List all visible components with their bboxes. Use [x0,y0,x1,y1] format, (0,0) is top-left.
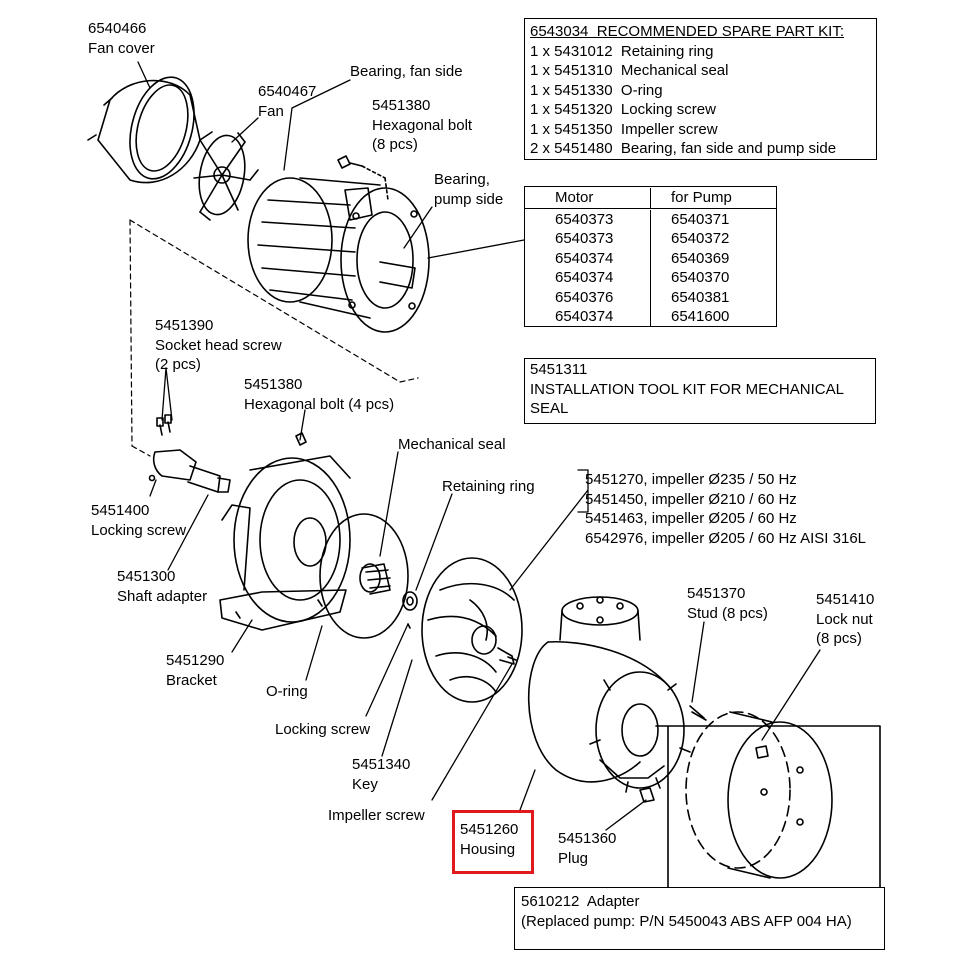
table-row: 6540373 6540372 [525,229,776,249]
motor-part [247,177,430,333]
pump-cell: 6540370 [650,268,776,288]
label-key: 5451340 Key [352,756,411,793]
pump-cell: 6541600 [650,307,776,327]
spare-kit-item: 1 x 5451310 Mechanical seal [530,62,729,79]
motor-cell: 6540376 [555,288,614,306]
spare-kit-item: 1 x 5451320 Locking screw [530,101,716,118]
adapter-part [655,711,881,888]
table-row: 6540374 6541600 [525,307,776,327]
label-shaft-adapter: 5451300 Shaft adapter [117,568,208,605]
motor-cell: 6540373 [555,230,614,247]
motor-cell: 6540374 [555,308,614,325]
table-header: Motor for Pump [525,187,776,209]
label-fan: 6540467 Fan [258,83,317,120]
spare-kit-item: 1 x 5451330 O-ring [530,81,663,99]
label-plug: 5451360 Plug [558,830,617,867]
adapter-box: 5610212 Adapter (Replaced pump: P/N 5450… [514,887,885,950]
motor-cell: 6540374 [555,269,614,286]
label-o-ring: O-ring [266,683,308,700]
label-hexagonal-bolt-4: 5451380 Hexagonal bolt (4 pcs) [244,376,395,413]
header-for-pump: for Pump [650,188,776,208]
label-lock-nut: 5451410 Lock nut (8 pcs) [816,591,875,647]
plug-part [639,787,655,803]
label-fan-cover: 6540466 Fan cover [88,20,155,57]
shaft-adapter-part [148,414,231,493]
label-impeller-list: 5451270, impeller Ø235 / 50 Hz 5451450, … [585,471,867,547]
installation-tool-kit-box: 5451311 INSTALLATION TOOL KIT FOR MECHAN… [524,358,876,424]
spare-part-kit-box: 6543034 RECOMMENDED SPARE PART KIT: 1 x … [524,18,877,160]
mechanical-seal-part [359,563,391,595]
label-housing: 5451260 Housing [460,821,519,858]
label-bearing-pump-side: Bearing, pump side [434,171,504,208]
spare-kit-item: 2 x 5451480 Bearing, fan side and pump s… [530,140,837,157]
motor-pump-table: Motor for Pump 6540373 6540371 6540373 6… [524,186,777,327]
tool-kit-number: 5451311 [530,361,588,378]
pump-cell: 6540371 [650,209,776,229]
label-stud: 5451370 Stud (8 pcs) [687,585,768,622]
retaining-ring-part [402,591,418,629]
tool-kit-text: SEAL [530,400,569,417]
housing-highlight: 5451260 Housing [452,810,534,874]
header-motor: Motor [555,189,594,206]
label-bearing-fan-side: Bearing, fan side [350,63,463,80]
motor-cell: 6540373 [555,210,614,228]
table-row: 6540374 6540369 [525,248,776,268]
pump-cell: 6540381 [650,287,776,307]
motor-cell: 6540374 [555,249,614,267]
spare-kit-item: 1 x 5431012 Retaining ring [530,42,714,60]
impeller-part [421,557,523,703]
label-mechanical-seal: Mechanical seal [398,436,506,453]
fan-cover-part [87,76,201,184]
label-locking-screw: Locking screw [275,721,371,738]
fan-part [193,131,259,221]
pump-cell: 6540369 [650,248,776,268]
stud-part [689,705,707,721]
tool-kit-text: INSTALLATION TOOL KIT FOR MECHANICAL [530,380,844,398]
hex-bolt-8-part [337,155,389,201]
label-locking-screw-5451400: 5451400 Locking screw [91,502,187,539]
label-bracket: 5451290 Bracket [166,652,225,689]
label-retaining-ring: Retaining ring [442,478,535,495]
bracket-part [219,432,351,631]
label-impeller-screw: Impeller screw [328,807,425,824]
table-row: 6540376 6540381 [525,287,776,307]
spare-kit-item: 1 x 5451350 Impeller screw [530,120,718,138]
label-hexagonal-bolt-8: 5451380 Hexagonal bolt (8 pcs) [372,97,473,153]
adapter-title: 5610212 Adapter [521,893,640,910]
pump-cell: 6540372 [650,229,776,249]
assembly-dashed-lines [129,219,419,457]
table-row: 6540373 6540371 [525,209,776,229]
label-socket-head-screw: 5451390 Socket head screw (2 pcs) [155,317,282,373]
adapter-note: (Replaced pump: P/N 5450043 ABS AFP 004 … [521,912,852,930]
pump-housing-part [527,596,691,793]
spare-kit-title: 6543034 RECOMMENDED SPARE PART KIT: [530,23,844,40]
o-ring-part [319,513,409,639]
table-row: 6540374 6540370 [525,268,776,288]
